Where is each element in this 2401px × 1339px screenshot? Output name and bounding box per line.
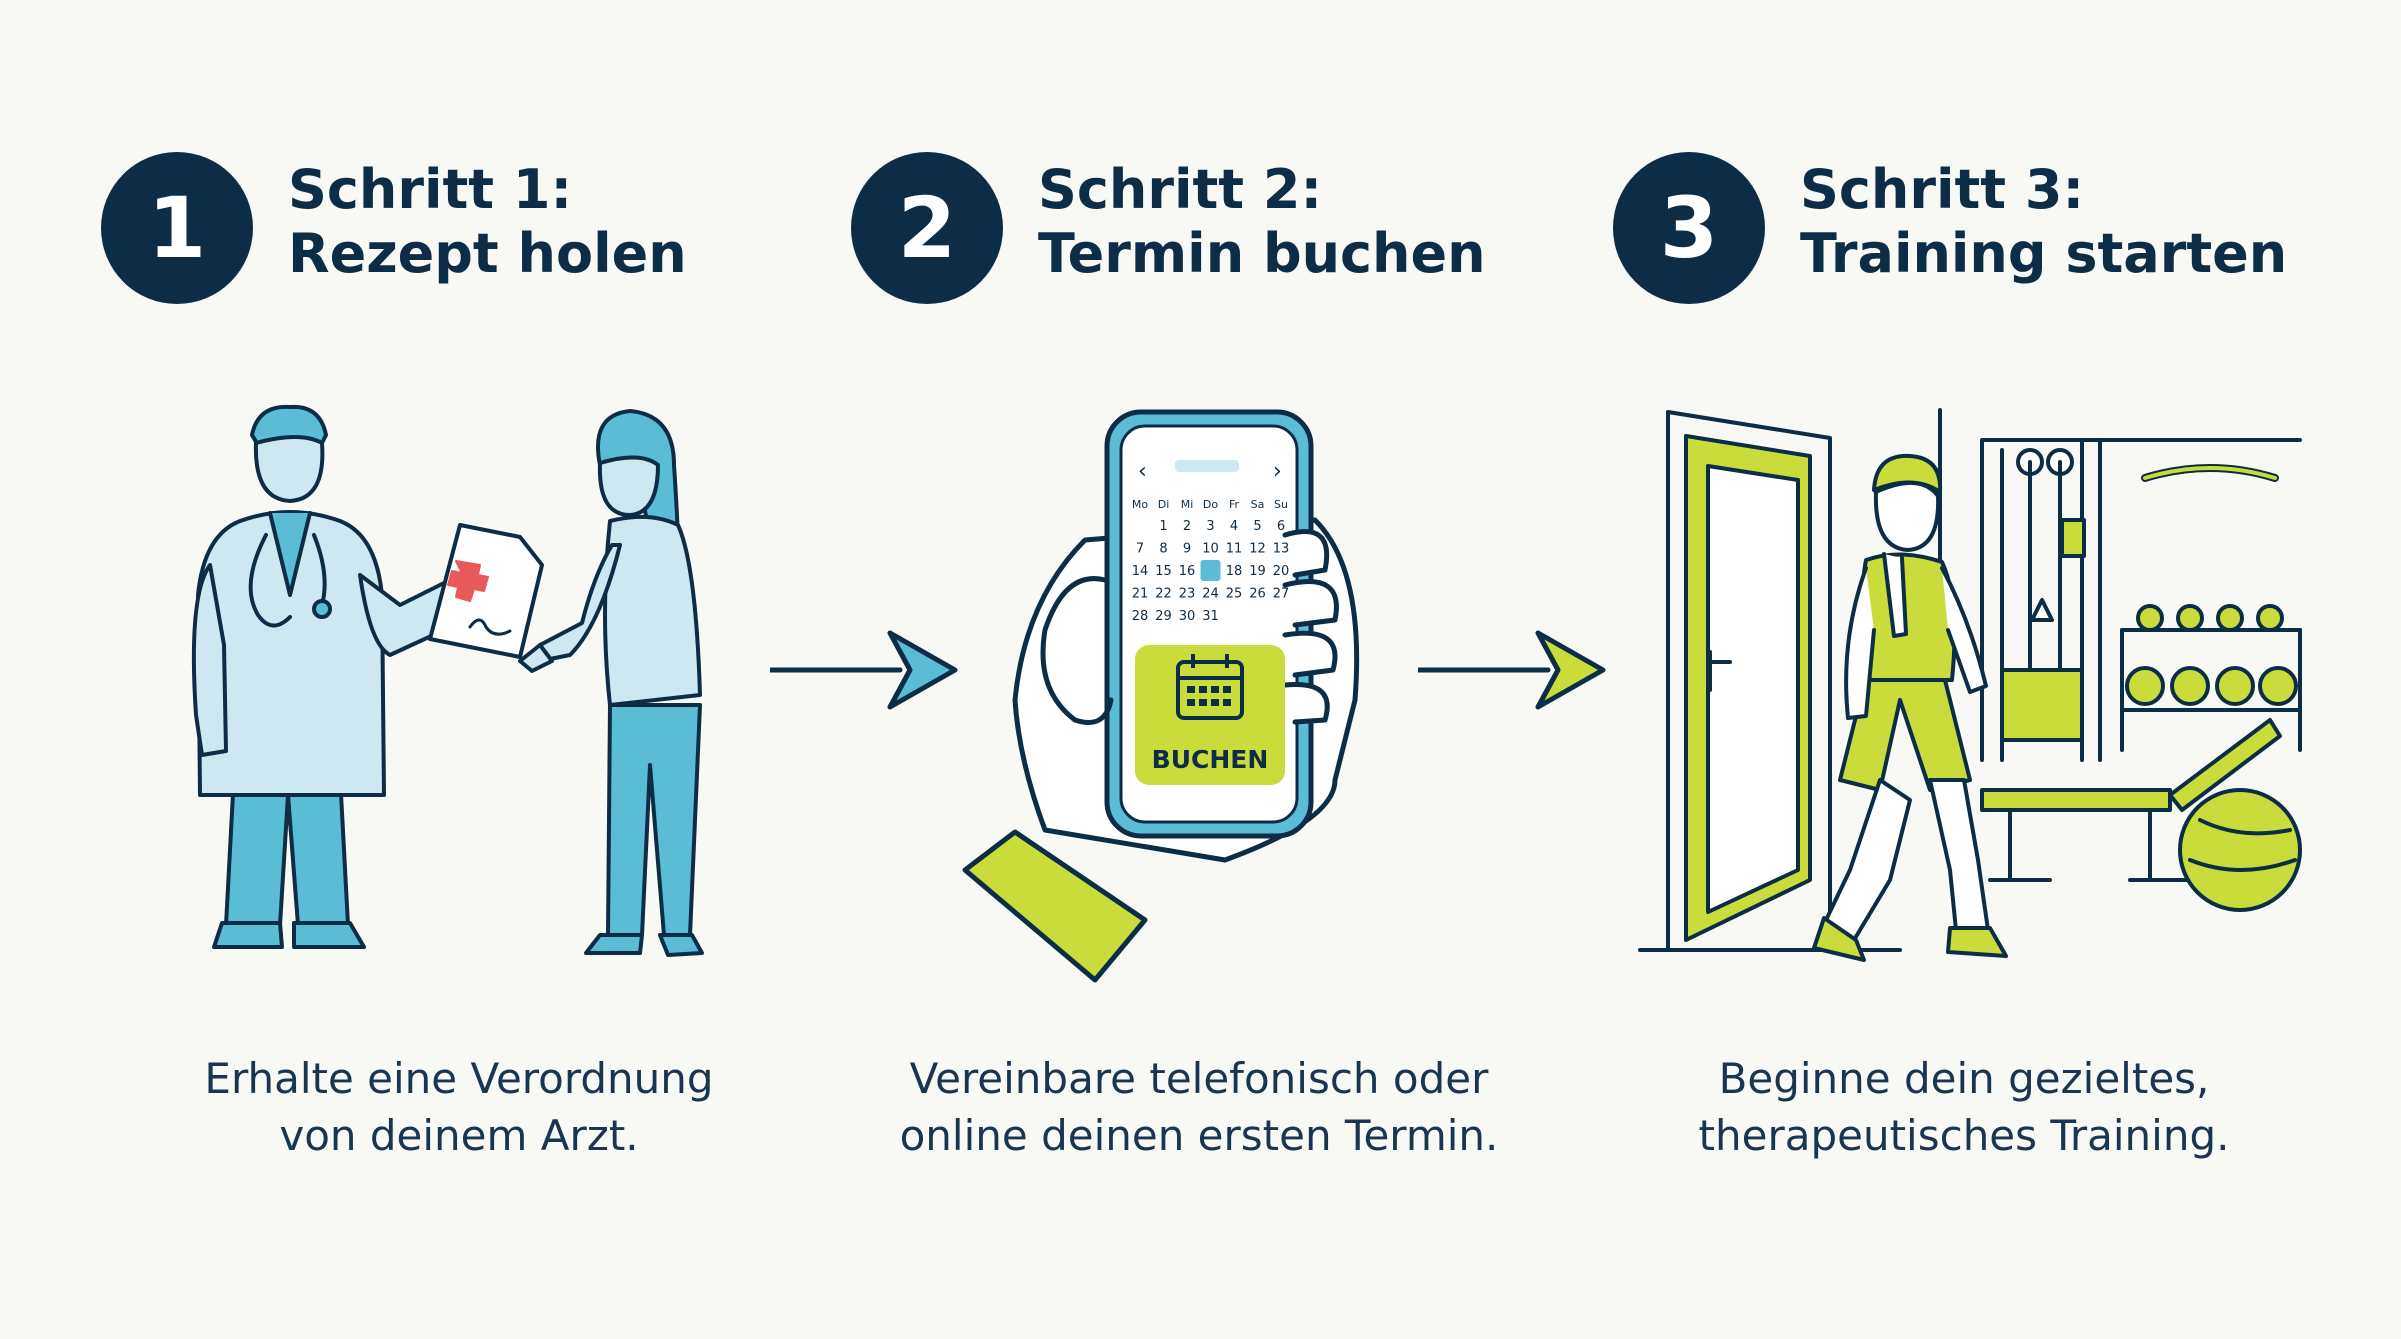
calendar-day[interactable]: 16 [1179, 564, 1196, 579]
step-1-description-line2: von deinem Arzt. [279, 1111, 639, 1160]
doctor-patient-illustration [191, 404, 704, 957]
step-3-title: Schritt 3: Training starten [1800, 158, 2287, 286]
step-2-title-line1: Schritt 2: [1038, 158, 1323, 221]
calendar-day[interactable]: 22 [1155, 587, 1172, 602]
calendar-icon [1176, 654, 1244, 720]
step-1-title-line1: Schritt 1: [288, 158, 573, 221]
fingers [1282, 529, 1339, 725]
calendar-weekday: Mi [1181, 498, 1194, 511]
step-1-number-badge: 1 [101, 152, 253, 304]
calendar-weekday: Su [1274, 498, 1288, 511]
calendar-selected-day[interactable] [1200, 560, 1221, 581]
calendar-day[interactable]: 5 [1253, 519, 1261, 534]
doctor-head [253, 435, 325, 503]
calendar-day[interactable]: 29 [1155, 609, 1172, 624]
patient-torso [603, 514, 702, 707]
calendar-day[interactable]: 14 [1132, 564, 1149, 579]
exercise-ball [2178, 788, 2302, 912]
step-3-description: Beginne dein gezieltes, therapeutisches … [1614, 1050, 2314, 1164]
sleeve [962, 829, 1148, 983]
calendar-day[interactable]: 6 [1277, 519, 1285, 534]
step-2-title-line2: Termin buchen [1038, 222, 1486, 285]
prescription-paper [428, 523, 544, 659]
calendar-weekday: Di [1158, 498, 1170, 511]
calendar-weekday: Fr [1229, 498, 1240, 511]
calendar-day[interactable]: 11 [1226, 542, 1243, 557]
calendar-day[interactable]: 20 [1273, 564, 1290, 579]
dumbbell-rack [2120, 604, 2302, 752]
doctor-left-arm [191, 563, 228, 757]
step-1-description: Erhalte eine Verordnung von deinem Arzt. [109, 1050, 809, 1164]
patient-head [597, 455, 660, 517]
doctor-coat [196, 510, 386, 797]
calendar-day[interactable]: 24 [1202, 587, 1219, 602]
prev-month-icon: ‹ [1138, 459, 1147, 484]
next-month-icon: › [1273, 459, 1282, 484]
calendar-day[interactable]: 31 [1202, 609, 1219, 624]
calendar-day[interactable]: 7 [1136, 542, 1144, 557]
calendar-day[interactable]: 10 [1202, 542, 1219, 557]
step-1-title-line2: Rezept holen [288, 222, 687, 285]
calendar-weekday: Mo [1132, 498, 1148, 511]
calendar-day[interactable]: 30 [1179, 609, 1196, 624]
calendar-day[interactable]: 21 [1132, 587, 1149, 602]
step-3-title-line1: Schritt 3: [1800, 158, 2085, 221]
patient-legs [606, 703, 702, 937]
calendar-day[interactable]: 27 [1273, 587, 1290, 602]
calendar-day[interactable]: 15 [1155, 564, 1172, 579]
step-1-description-line1: Erhalte eine Verordnung [204, 1054, 714, 1103]
calendar-weekday: Do [1203, 498, 1218, 511]
doctor-legs [224, 773, 350, 927]
arrow-right-icon [770, 630, 958, 710]
calendar-day[interactable]: 18 [1226, 564, 1243, 579]
step-2-title: Schritt 2: Termin buchen [1038, 158, 1486, 286]
step-1-number: 1 [147, 179, 207, 277]
step-1-title: Schritt 1: Rezept holen [288, 158, 687, 286]
calendar-day[interactable]: 25 [1226, 587, 1243, 602]
calendar-day[interactable]: 26 [1249, 587, 1266, 602]
door-frame [1666, 410, 1832, 952]
weight-bench [1980, 718, 2282, 882]
calendar-weekday: Sa [1251, 498, 1265, 511]
calendar-day[interactable]: 19 [1249, 564, 1266, 579]
gym-entry-illustration [1638, 408, 2302, 962]
calendar-day[interactable]: 2 [1183, 519, 1191, 534]
doctor-shoes [212, 921, 366, 949]
calendar-day[interactable]: 3 [1206, 519, 1214, 534]
step-3-description-line1: Beginne dein gezieltes, [1718, 1054, 2210, 1103]
calendar-day[interactable]: 28 [1132, 609, 1149, 624]
step-2-number-badge: 2 [851, 152, 1003, 304]
step-2-description-line2: online deinen ersten Termin. [899, 1111, 1499, 1160]
step-2-description: Vereinbare telefonisch oder online deine… [849, 1050, 1549, 1164]
calendar-day[interactable]: 13 [1273, 542, 1290, 557]
step-2-number: 2 [897, 179, 957, 277]
step-3-description-line2: therapeutisches Training. [1698, 1111, 2230, 1160]
calendar-day[interactable]: 1 [1159, 519, 1167, 534]
calendar-day[interactable]: 8 [1159, 542, 1167, 557]
step-3-number: 3 [1659, 179, 1719, 277]
step-3-title-line2: Training starten [1800, 222, 2288, 285]
patient-shoes [584, 933, 704, 957]
calendar-day[interactable]: 12 [1249, 542, 1266, 557]
calendar-day[interactable]: 23 [1179, 587, 1196, 602]
patient-hand [518, 643, 554, 673]
calendar-day[interactable]: 9 [1183, 542, 1191, 557]
step-2-description-line1: Vereinbare telefonisch oder [909, 1054, 1489, 1103]
calendar-day[interactable]: 4 [1230, 519, 1238, 534]
arrow-right-icon [1418, 630, 1606, 710]
cable-machine [1980, 438, 2302, 762]
walking-man [1812, 453, 2008, 962]
book-button-label[interactable]: BUCHEN [1152, 745, 1269, 774]
book-button [1135, 645, 1285, 785]
step-3-number-badge: 3 [1613, 152, 1765, 304]
